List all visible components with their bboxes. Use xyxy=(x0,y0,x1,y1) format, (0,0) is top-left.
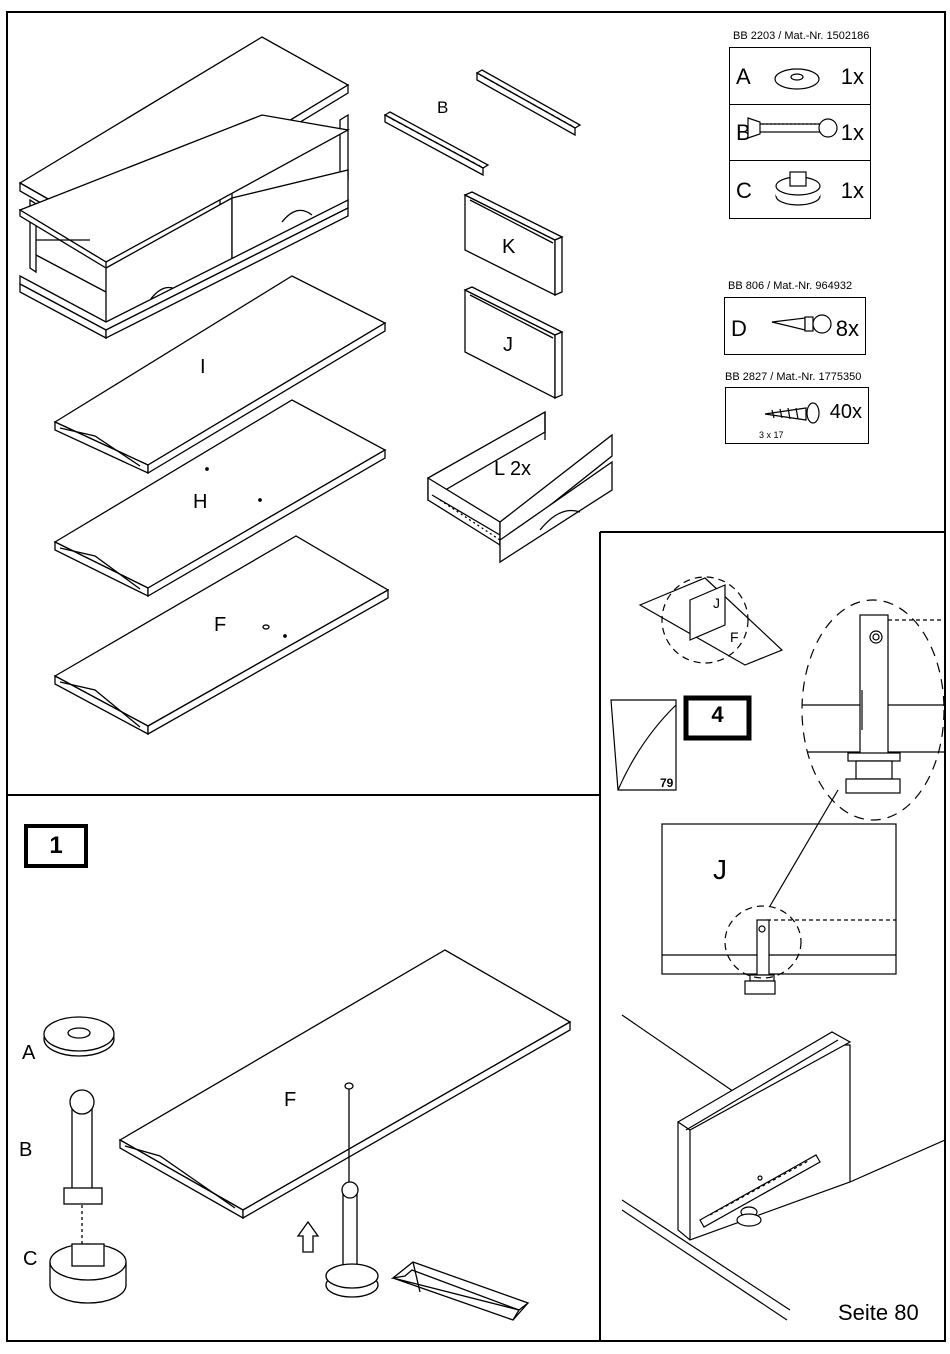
step-label-b: B xyxy=(19,1140,32,1160)
step-label-f: F xyxy=(284,1090,296,1110)
step-label-a: A xyxy=(22,1043,35,1063)
step-label-c: C xyxy=(23,1249,37,1269)
